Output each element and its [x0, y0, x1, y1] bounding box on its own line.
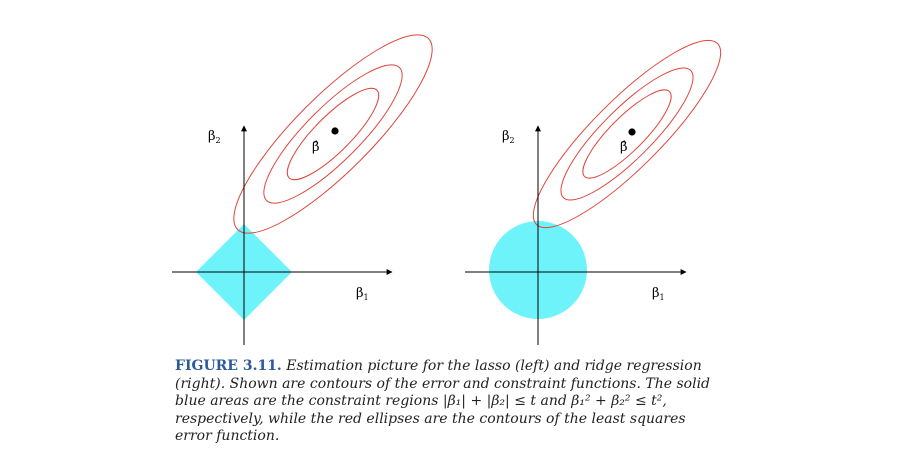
lasso-contour-middle	[263, 64, 403, 204]
figure-caption: FIGURE 3.11. Estimation picture for the …	[175, 358, 725, 446]
ridge-contour-inner	[582, 89, 672, 179]
figure-graphic: β̂ β2 β1 β̂ β2 β1	[172, 34, 722, 345]
lasso-y-axis-label: β2	[208, 129, 221, 145]
ridge-x-axis-label: β1	[652, 286, 665, 302]
ridge-contours	[532, 39, 722, 229]
ridge-y-axis-label: β2	[502, 129, 515, 145]
lasso-contours	[233, 34, 433, 234]
lasso-estimate-point	[331, 127, 339, 135]
ridge-contour-middle	[560, 67, 694, 201]
ridge-panel: β̂ β2 β1	[465, 39, 722, 345]
ridge-contour-outer	[532, 39, 722, 229]
lasso-estimate-label: β̂	[312, 140, 320, 155]
figure-number: FIGURE 3.11.	[175, 358, 282, 374]
lasso-x-axis-label: β1	[356, 286, 369, 302]
ridge-estimate-label: β̂	[620, 140, 628, 155]
lasso-contour-outer	[233, 34, 433, 234]
ridge-estimate-point	[628, 128, 636, 136]
lasso-contour-inner	[286, 87, 380, 181]
lasso-panel: β̂ β2 β1	[172, 34, 433, 345]
caption-text: Estimation picture for the lasso (left) …	[175, 358, 711, 444]
